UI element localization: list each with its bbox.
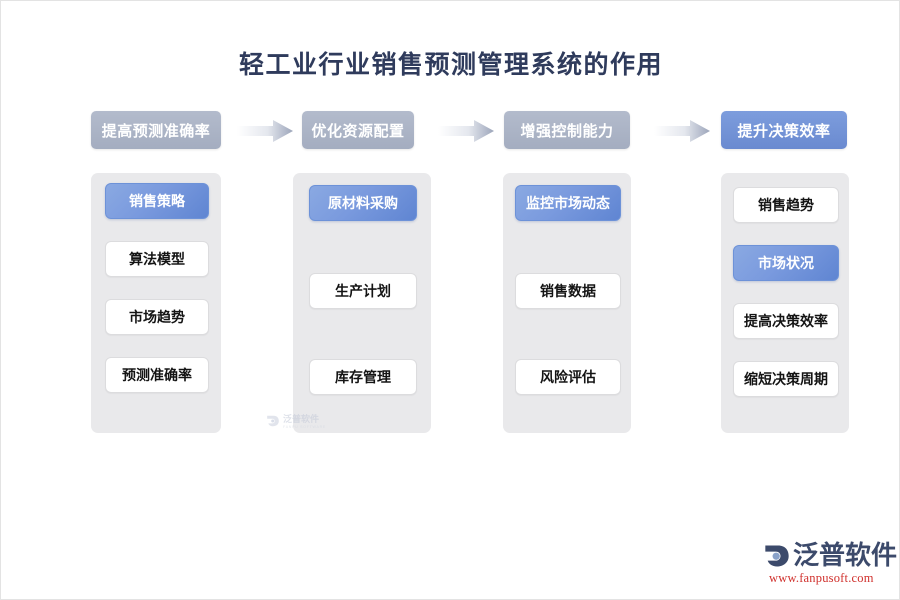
stage-2-item-0-label: 监控市场动态 (526, 196, 610, 212)
stage-3-item-0-label: 销售趋势 (758, 198, 814, 214)
stage-3-item-2-label: 提高决策效率 (744, 314, 828, 330)
fanpu-mark-icon (266, 414, 280, 433)
stage-2-item-0[interactable]: 监控市场动态 (515, 185, 621, 221)
stage-panel-2: 监控市场动态 销售数据 风险评估 (503, 173, 631, 433)
stage-3-item-2[interactable]: 提高决策效率 (733, 303, 839, 339)
brand-name-cn: 泛普软件 (793, 541, 898, 571)
flow-stage-1[interactable]: 优化资源配置 (302, 111, 414, 149)
stage-0-item-2-label: 市场趋势 (129, 310, 185, 326)
flow-arrow-2 (654, 120, 710, 142)
stage-1-item-0[interactable]: 原材料采购 (309, 185, 417, 221)
stage-2-item-1[interactable]: 销售数据 (515, 273, 621, 309)
page-title: 轻工业行业销售预测管理系统的作用 (238, 50, 663, 79)
stage-0-item-0-label: 销售策略 (129, 194, 185, 210)
stage-1-item-2[interactable]: 库存管理 (309, 359, 417, 395)
stage-3-item-3[interactable]: 缩短决策周期 (733, 361, 839, 397)
flow-stage-3[interactable]: 提升决策效率 (721, 111, 847, 149)
flow-stage-row: 提高预测准确率 优化资源配置 (1, 111, 899, 153)
stage-panel-3: 销售趋势 市场状况 提高决策效率 缩短决策周期 (721, 173, 849, 433)
right-arrow-icon (654, 120, 710, 142)
stage-0-item-3-label: 预测准确率 (122, 368, 192, 384)
stage-3-item-1[interactable]: 市场状况 (733, 245, 839, 281)
stage-0-item-0[interactable]: 销售策略 (105, 183, 209, 219)
stage-3-item-3-label: 缩短决策周期 (744, 372, 828, 388)
fanpu-mark-icon (763, 542, 791, 570)
flow-stage-0-label: 提高预测准确率 (101, 121, 211, 140)
stage-1-item-1-label: 生产计划 (335, 284, 391, 300)
stage-panel-1: 原材料采购 生产计划 库存管理 (293, 173, 431, 433)
stage-0-item-3[interactable]: 预测准确率 (105, 357, 209, 393)
stage-2-item-2-label: 风险评估 (540, 370, 596, 386)
right-arrow-icon (438, 120, 494, 142)
stage-panel-0: 销售策略 算法模型 市场趋势 预测准确率 (91, 173, 221, 433)
stage-0-item-1[interactable]: 算法模型 (105, 241, 209, 277)
stage-3-item-0[interactable]: 销售趋势 (733, 187, 839, 223)
right-arrow-icon (237, 120, 293, 142)
stage-1-item-0-label: 原材料采购 (328, 196, 398, 212)
stage-0-item-2[interactable]: 市场趋势 (105, 299, 209, 335)
flow-stage-2-label: 增强控制能力 (520, 121, 614, 140)
stage-0-item-1-label: 算法模型 (129, 252, 185, 268)
flow-stage-0[interactable]: 提高预测准确率 (91, 111, 221, 149)
flow-arrow-1 (438, 120, 494, 142)
stage-2-item-1-label: 销售数据 (540, 284, 596, 300)
stage-3-item-1-label: 市场状况 (758, 256, 814, 272)
stage-1-item-1[interactable]: 生产计划 (309, 273, 417, 309)
flow-stage-1-label: 优化资源配置 (311, 121, 405, 140)
brand-logo: 泛普软件 www.fanpusoft.com (763, 541, 897, 587)
flow-stage-2[interactable]: 增强控制能力 (504, 111, 630, 149)
flow-arrow-0 (237, 120, 293, 142)
brand-url: www.fanpusoft.com (769, 571, 874, 585)
brand-logo-top: 泛普软件 (763, 541, 897, 571)
stage-1-item-2-label: 库存管理 (335, 370, 391, 386)
flow-stage-3-label: 提升决策效率 (737, 121, 831, 140)
stage-2-item-2[interactable]: 风险评估 (515, 359, 621, 395)
